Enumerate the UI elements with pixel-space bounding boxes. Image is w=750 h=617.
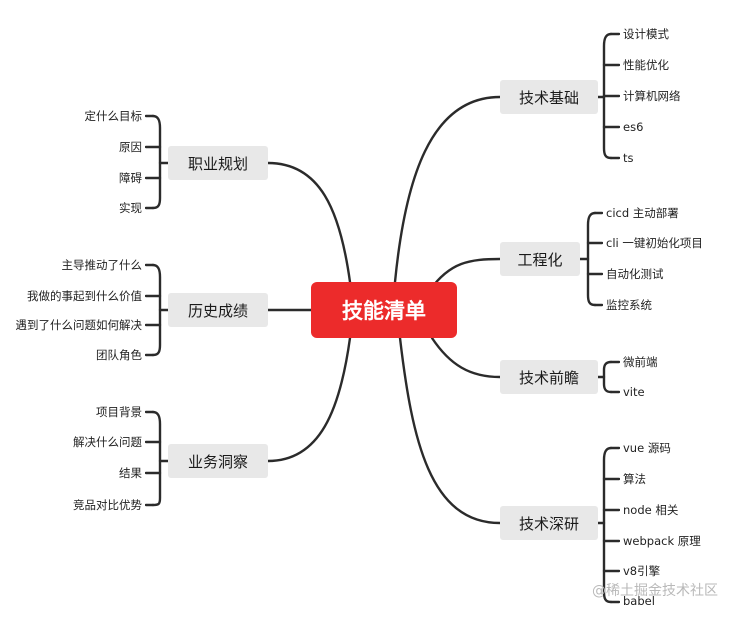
leaf-v8[interactable]: v8引擎 (620, 560, 664, 582)
leaf-project-background[interactable]: 项目背景 (93, 401, 145, 423)
leaf-goal[interactable]: 定什么目标 (81, 105, 145, 127)
leaf-obstacle[interactable]: 障碍 (116, 167, 145, 189)
branch-past-achievements[interactable]: 历史成绩 (168, 293, 268, 327)
leaf-performance[interactable]: 性能优化 (620, 54, 672, 76)
leaf-cicd[interactable]: cicd 主动部署 (603, 202, 682, 224)
branch-career-plan[interactable]: 职业规划 (168, 146, 268, 180)
leaf-vite[interactable]: vite (620, 381, 648, 403)
branch-tech-outlook[interactable]: 技术前瞻 (500, 360, 598, 394)
leaf-algorithms[interactable]: 算法 (620, 468, 649, 490)
leaf-competitive-advantage[interactable]: 竞品对比优势 (70, 494, 145, 516)
leaf-result[interactable]: 结果 (116, 462, 145, 484)
leaf-networking[interactable]: 计算机网络 (620, 85, 684, 107)
leaf-value-created[interactable]: 我做的事起到什么价值 (24, 285, 145, 307)
leaf-design-patterns[interactable]: 设计模式 (620, 23, 672, 45)
leaf-micro-frontend[interactable]: 微前端 (620, 351, 661, 373)
leaf-webpack[interactable]: webpack 原理 (620, 530, 704, 552)
watermark: @稀土掘金技术社区 (592, 583, 718, 599)
leaf-led-initiative[interactable]: 主导推动了什么 (58, 254, 145, 276)
leaf-es6[interactable]: es6 (620, 116, 647, 138)
leaf-realization[interactable]: 实现 (116, 197, 145, 219)
leaf-reason[interactable]: 原因 (116, 136, 145, 158)
leaf-monitoring[interactable]: 监控系统 (603, 294, 655, 316)
branch-engineering[interactable]: 工程化 (500, 242, 580, 276)
leaf-ts[interactable]: ts (620, 147, 637, 169)
leaf-team-role[interactable]: 团队角色 (93, 344, 145, 366)
leaf-node[interactable]: node 相关 (620, 499, 682, 521)
leaf-auto-test[interactable]: 自动化测试 (603, 263, 667, 285)
leaf-babel[interactable]: babel (620, 591, 658, 611)
branch-business-insight[interactable]: 业务洞察 (168, 444, 268, 478)
leaf-vue-source[interactable]: vue 源码 (620, 437, 674, 459)
leaf-cli[interactable]: cli 一键初始化项目 (603, 232, 706, 254)
leaf-problems-solved[interactable]: 遇到了什么问题如何解决 (12, 314, 145, 336)
branch-tech-deep-dive[interactable]: 技术深研 (500, 506, 598, 540)
leaf-problem-addressed[interactable]: 解决什么问题 (70, 431, 145, 453)
branch-tech-foundation[interactable]: 技术基础 (500, 80, 598, 114)
center-topic[interactable]: 技能清单 (311, 282, 457, 338)
